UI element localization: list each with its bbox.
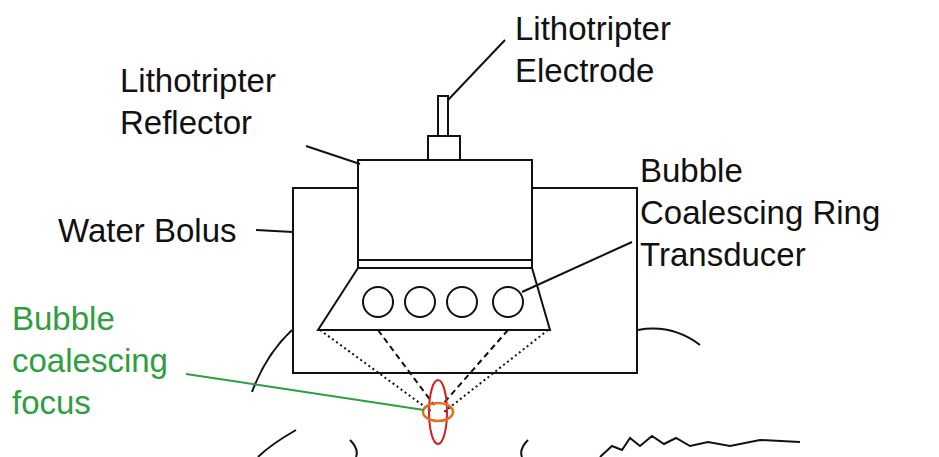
beam-line [444,330,548,412]
transducer-element [493,287,523,317]
leader-line [306,146,360,164]
beam-line [378,330,434,405]
transducer-element [363,287,393,317]
head-outline [258,430,296,457]
electrode-base [428,136,460,160]
leader-line [186,374,424,410]
leader-line [448,40,505,100]
part-label: Lithotripter Electrode [515,8,745,92]
head-outline [600,436,800,457]
leader-line [256,230,293,232]
transducer-element [447,287,477,317]
part-label: Bubble Coalescing Ring Transducer [640,150,908,276]
head-outline [638,329,700,345]
part-label: Water Bolus [58,210,237,252]
reflector-divider [358,259,532,261]
ring-transducer [318,268,550,330]
part-label: Lithotripter Reflector [120,60,335,144]
leader-line [522,242,632,292]
bubble-focus [423,403,453,421]
lithotripter-focus [429,380,447,444]
head-outline [252,330,292,392]
transducer-element [405,287,435,317]
part-label: Bubble coalescing focus [12,298,197,424]
head-outline [350,440,357,457]
beam-line [320,330,432,412]
lithotripter-electrode [438,96,448,136]
head-outline [521,440,528,457]
beam-line [442,330,508,405]
